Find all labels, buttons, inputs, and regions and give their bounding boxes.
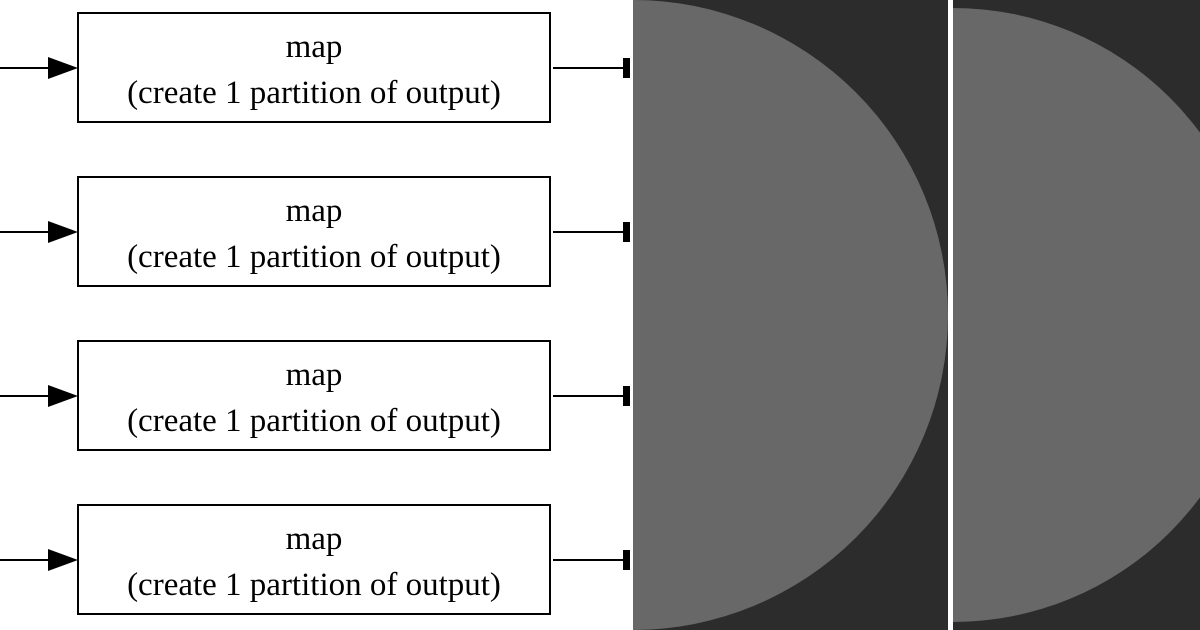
map-box-title: map: [285, 29, 343, 65]
map-box-title: map: [285, 521, 343, 557]
partition-half-disc: [633, 0, 948, 630]
map-box-subtitle: (create 1 partition of output): [127, 239, 501, 275]
input-arrowhead: [48, 221, 78, 243]
map-box: map (create 1 partition of output): [77, 12, 551, 123]
map-box-title: map: [285, 193, 343, 229]
map-stage-row: map (create 1 partition of output): [0, 340, 630, 454]
map-stage-diagram: map (create 1 partition of output) map (…: [0, 12, 630, 618]
map-stage-row: map (create 1 partition of output): [0, 176, 630, 290]
map-box: map (create 1 partition of output): [77, 176, 551, 287]
output-partitions-area: [630, 0, 1200, 630]
map-stage-row: map (create 1 partition of output): [0, 504, 630, 618]
output-arrowhead: [623, 386, 630, 406]
output-partition-panel: [633, 0, 948, 630]
partition-graphic: [633, 0, 948, 630]
map-box: map (create 1 partition of output): [77, 504, 551, 615]
output-arrowhead: [623, 550, 630, 570]
output-arrowhead: [623, 58, 630, 78]
map-box-subtitle: (create 1 partition of output): [127, 567, 501, 603]
input-arrowhead: [48, 57, 78, 79]
input-arrowhead: [48, 549, 78, 571]
map-box: map (create 1 partition of output): [77, 340, 551, 451]
output-arrowhead: [623, 222, 630, 242]
map-box-subtitle: (create 1 partition of output): [127, 75, 501, 111]
input-arrowhead: [48, 385, 78, 407]
partition-graphic: [953, 0, 1200, 630]
map-box-subtitle: (create 1 partition of output): [127, 403, 501, 439]
partition-half-disc: [953, 8, 1200, 622]
connector-layer: [0, 57, 630, 571]
map-stage-row: map (create 1 partition of output): [0, 12, 630, 126]
map-box-title: map: [285, 357, 343, 393]
output-partition-panel: [953, 0, 1200, 630]
